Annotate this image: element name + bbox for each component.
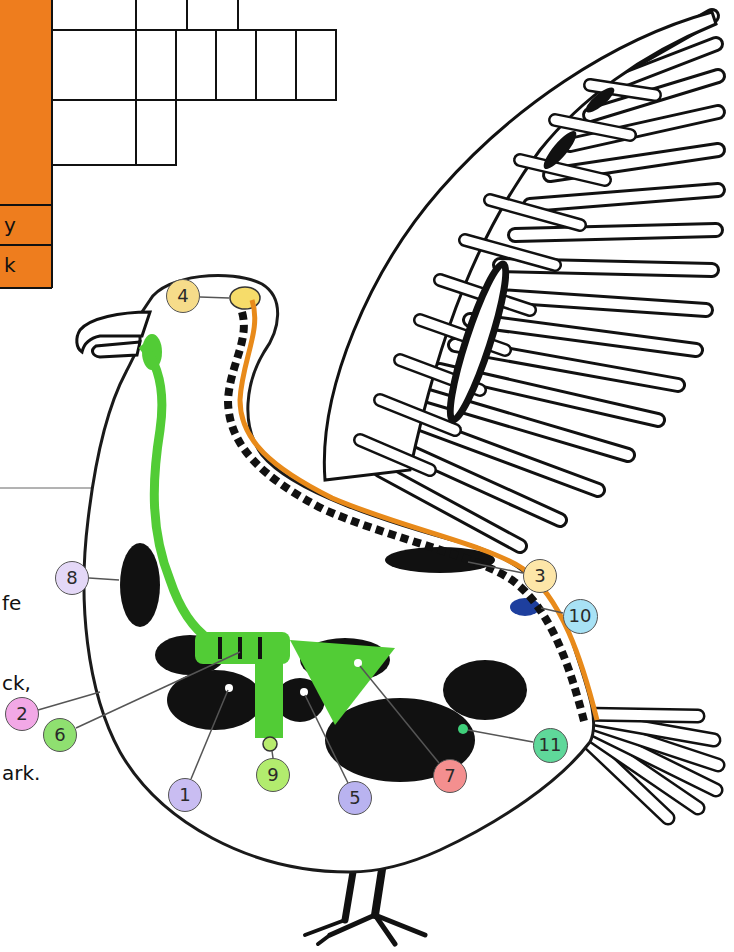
callout-text: 10: [569, 606, 592, 626]
callout-number: 3: [523, 559, 557, 593]
crossword-line: [295, 30, 297, 100]
toe: [375, 915, 425, 935]
heart: [120, 543, 160, 627]
covert-feather: [490, 200, 580, 225]
covert-feather: [465, 240, 555, 265]
organ-dot: [458, 724, 468, 734]
crossword-line: [0, 287, 52, 289]
callout-text: 7: [444, 766, 455, 786]
callout-number: 1: [168, 778, 202, 812]
wing-bone: [582, 84, 617, 116]
crossword-line: [0, 204, 52, 206]
crossword-line: [135, 100, 137, 165]
covert-feather: [520, 160, 605, 180]
text-fragment: ck,: [2, 672, 31, 694]
text-fragment: ark.: [2, 762, 40, 784]
wing-bone: [441, 260, 515, 423]
crossword-line: [135, 0, 137, 30]
covert-feather: [380, 400, 455, 430]
crossword-line: [51, 165, 53, 288]
text-fragment: fe: [2, 592, 21, 614]
callout-number: 6: [43, 718, 77, 752]
crossword-line: [186, 0, 188, 30]
callout-text: 6: [54, 725, 65, 745]
callout-text: 5: [349, 788, 360, 808]
stomach-stripe: [238, 637, 242, 659]
callout-text: 3: [534, 566, 545, 586]
claw: [318, 935, 330, 944]
covert-outline: [360, 440, 430, 470]
vertebrae: [228, 312, 585, 725]
covert-feather: [360, 440, 430, 470]
callout-number: 10: [563, 599, 598, 634]
leader-line: [89, 578, 119, 580]
feather: [530, 190, 718, 205]
leader-line: [191, 690, 228, 779]
callout-text: 1: [179, 785, 190, 805]
leader-line: [200, 297, 229, 298]
gizzard: [290, 640, 395, 725]
crossword-line: [215, 30, 217, 100]
covert-outline: [555, 120, 630, 135]
callout-number: 7: [433, 759, 467, 793]
leader-line: [468, 730, 533, 742]
crossword-line: [255, 30, 257, 100]
toe: [330, 915, 375, 935]
intestine: [443, 660, 527, 720]
callout-text: 4: [177, 286, 188, 306]
feather-outline: [515, 230, 716, 235]
organ-dot: [263, 737, 277, 751]
callout-text: 11: [539, 735, 562, 755]
feather: [515, 230, 716, 235]
leader-line: [541, 608, 563, 613]
callout-text: 2: [16, 704, 27, 724]
lower-beak: [93, 342, 140, 357]
crossword-letter: k: [4, 254, 16, 276]
leader-line: [468, 562, 523, 573]
crossword-row: [52, 30, 336, 100]
duct: [255, 660, 283, 738]
callout-number: 2: [5, 697, 39, 731]
leader-line: [305, 695, 348, 783]
feather-outline: [530, 190, 718, 205]
covert-outline: [465, 240, 555, 265]
callout-number: 4: [166, 279, 200, 313]
stomach-stripe: [218, 637, 222, 659]
covert-feather: [555, 120, 630, 135]
wing-bone: [539, 127, 581, 173]
esophagus: [142, 345, 210, 640]
crossword-line: [0, 244, 52, 246]
crossword-row: [52, 100, 176, 165]
callout-text: 9: [267, 765, 278, 785]
callout-text: 8: [66, 568, 77, 588]
crossword-line: [135, 30, 137, 100]
leader-line: [272, 751, 273, 758]
crossword-letter: y: [4, 214, 16, 236]
leader-line: [360, 666, 439, 763]
covert-outline: [520, 160, 605, 180]
callout-number: 5: [338, 781, 372, 815]
proventriculus: [195, 632, 290, 664]
crossword-row: [52, 0, 238, 30]
callout-number: 9: [256, 758, 290, 792]
callout-number: 11: [533, 728, 568, 763]
callout-number: 8: [55, 561, 89, 595]
spinal-cord: [240, 300, 597, 720]
body-outline: [84, 275, 594, 872]
organ-dot: [225, 684, 233, 692]
stomach-stripe: [258, 637, 262, 659]
wing-arm: [324, 12, 716, 480]
organ-dot: [300, 688, 308, 696]
crossword-line: [175, 30, 177, 100]
leader-line: [76, 652, 240, 728]
leader-line: [38, 692, 100, 710]
crossword-column: [0, 0, 52, 288]
covert-outline: [380, 400, 455, 430]
covert-outline: [490, 200, 580, 225]
